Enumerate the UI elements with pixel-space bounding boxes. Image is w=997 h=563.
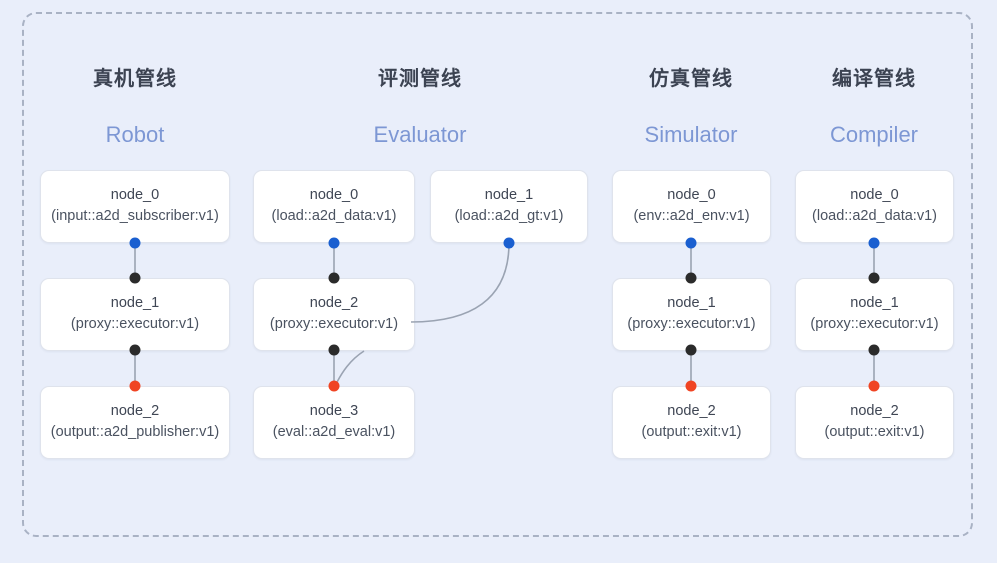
node-evaluator-0[interactable]: node_0 (load::a2d_data:v1) (253, 170, 415, 243)
node-spec: (proxy::executor:v1) (810, 316, 939, 332)
node-name: node_2 (110, 403, 160, 420)
node-compiler-1[interactable]: node_1 (proxy::executor:v1) (795, 278, 954, 351)
node-evaluator-2[interactable]: node_2 (proxy::executor:v1) (253, 278, 415, 351)
column-title-en-robot: Robot (105, 122, 165, 147)
port-output-simulator-0[interactable] (685, 237, 697, 249)
node-spec: (proxy::executor:v1) (269, 316, 399, 332)
port-output-robot-1[interactable] (129, 344, 141, 356)
port-input-compiler-1[interactable] (868, 272, 880, 284)
node-evaluator-3[interactable]: node_3 (eval::a2d_eval:v1) (253, 386, 415, 459)
node-spec: (output::exit:v1) (824, 424, 925, 440)
column-title-cn-compiler: 编译管线 (832, 68, 916, 90)
node-robot-0[interactable]: node_0 (input::a2d_subscriber:v1) (40, 170, 230, 243)
node-name: node_3 (309, 403, 359, 420)
port-output-evaluator-0[interactable] (328, 237, 340, 249)
node-name: node_2 (667, 403, 716, 420)
node-name: node_2 (309, 295, 359, 312)
port-output-compiler-1[interactable] (868, 344, 880, 356)
node-compiler-0[interactable]: node_0 (load::a2d_data:v1) (795, 170, 954, 243)
port-output-evaluator-1[interactable] (503, 237, 515, 249)
column-title-cn-evaluator: 评测管线 (378, 68, 462, 90)
node-spec: (proxy::executor:v1) (627, 316, 756, 332)
node-name: node_0 (309, 187, 359, 204)
edge-eval-2-3-curve (334, 350, 365, 387)
node-compiler-2[interactable]: node_2 (output::exit:v1) (795, 386, 954, 459)
port-output-compiler-0[interactable] (868, 237, 880, 249)
column-title-cn-simulator: 仿真管线 (649, 68, 733, 90)
port-output-evaluator-2[interactable] (328, 344, 340, 356)
node-spec: (input::a2d_subscriber:v1) (51, 208, 219, 224)
node-simulator-2[interactable]: node_2 (output::exit:v1) (612, 386, 771, 459)
node-spec: (env::a2d_env:v1) (633, 208, 750, 224)
node-robot-1[interactable]: node_1 (proxy::executor:v1) (40, 278, 230, 351)
node-robot-2[interactable]: node_2 (output::a2d_publisher:v1) (40, 386, 230, 459)
column-title-cn-robot: 真机管线 (93, 68, 177, 90)
port-input-evaluator-2[interactable] (328, 272, 340, 284)
node-spec: (load::a2d_data:v1) (271, 208, 397, 224)
node-spec: (output::exit:v1) (641, 424, 742, 440)
node-name: node_1 (110, 295, 160, 312)
node-name: node_1 (850, 295, 899, 312)
port-input-evaluator-3[interactable] (328, 380, 340, 392)
port-input-compiler-2[interactable] (868, 380, 880, 392)
node-simulator-1[interactable]: node_1 (proxy::executor:v1) (612, 278, 771, 351)
node-spec: (output::a2d_publisher:v1) (50, 424, 220, 440)
port-input-robot-2[interactable] (129, 380, 141, 392)
node-spec: (load::a2d_data:v1) (812, 208, 937, 224)
node-name: node_0 (667, 187, 716, 204)
node-name: node_1 (667, 295, 716, 312)
node-spec: (load::a2d_gt:v1) (454, 208, 564, 224)
node-spec: (proxy::executor:v1) (70, 316, 200, 332)
node-evaluator-1[interactable]: node_1 (load::a2d_gt:v1) (430, 170, 588, 243)
port-output-simulator-1[interactable] (685, 344, 697, 356)
node-spec: (eval::a2d_eval:v1) (272, 424, 396, 440)
node-name: node_0 (850, 187, 899, 204)
node-name: node_0 (110, 187, 160, 204)
column-title-en-compiler: Compiler (829, 122, 919, 147)
port-input-simulator-2[interactable] (685, 380, 697, 392)
node-name: node_1 (484, 187, 534, 204)
node-simulator-0[interactable]: node_0 (env::a2d_env:v1) (612, 170, 771, 243)
port-output-robot-0[interactable] (129, 237, 141, 249)
node-name: node_2 (850, 403, 899, 420)
port-input-robot-1[interactable] (129, 272, 141, 284)
port-input-simulator-1[interactable] (685, 272, 697, 284)
edge-eval-1-2-curve (410, 242, 510, 323)
column-title-en-simulator: Simulator (644, 122, 738, 147)
column-title-en-evaluator: Evaluator (373, 122, 467, 147)
